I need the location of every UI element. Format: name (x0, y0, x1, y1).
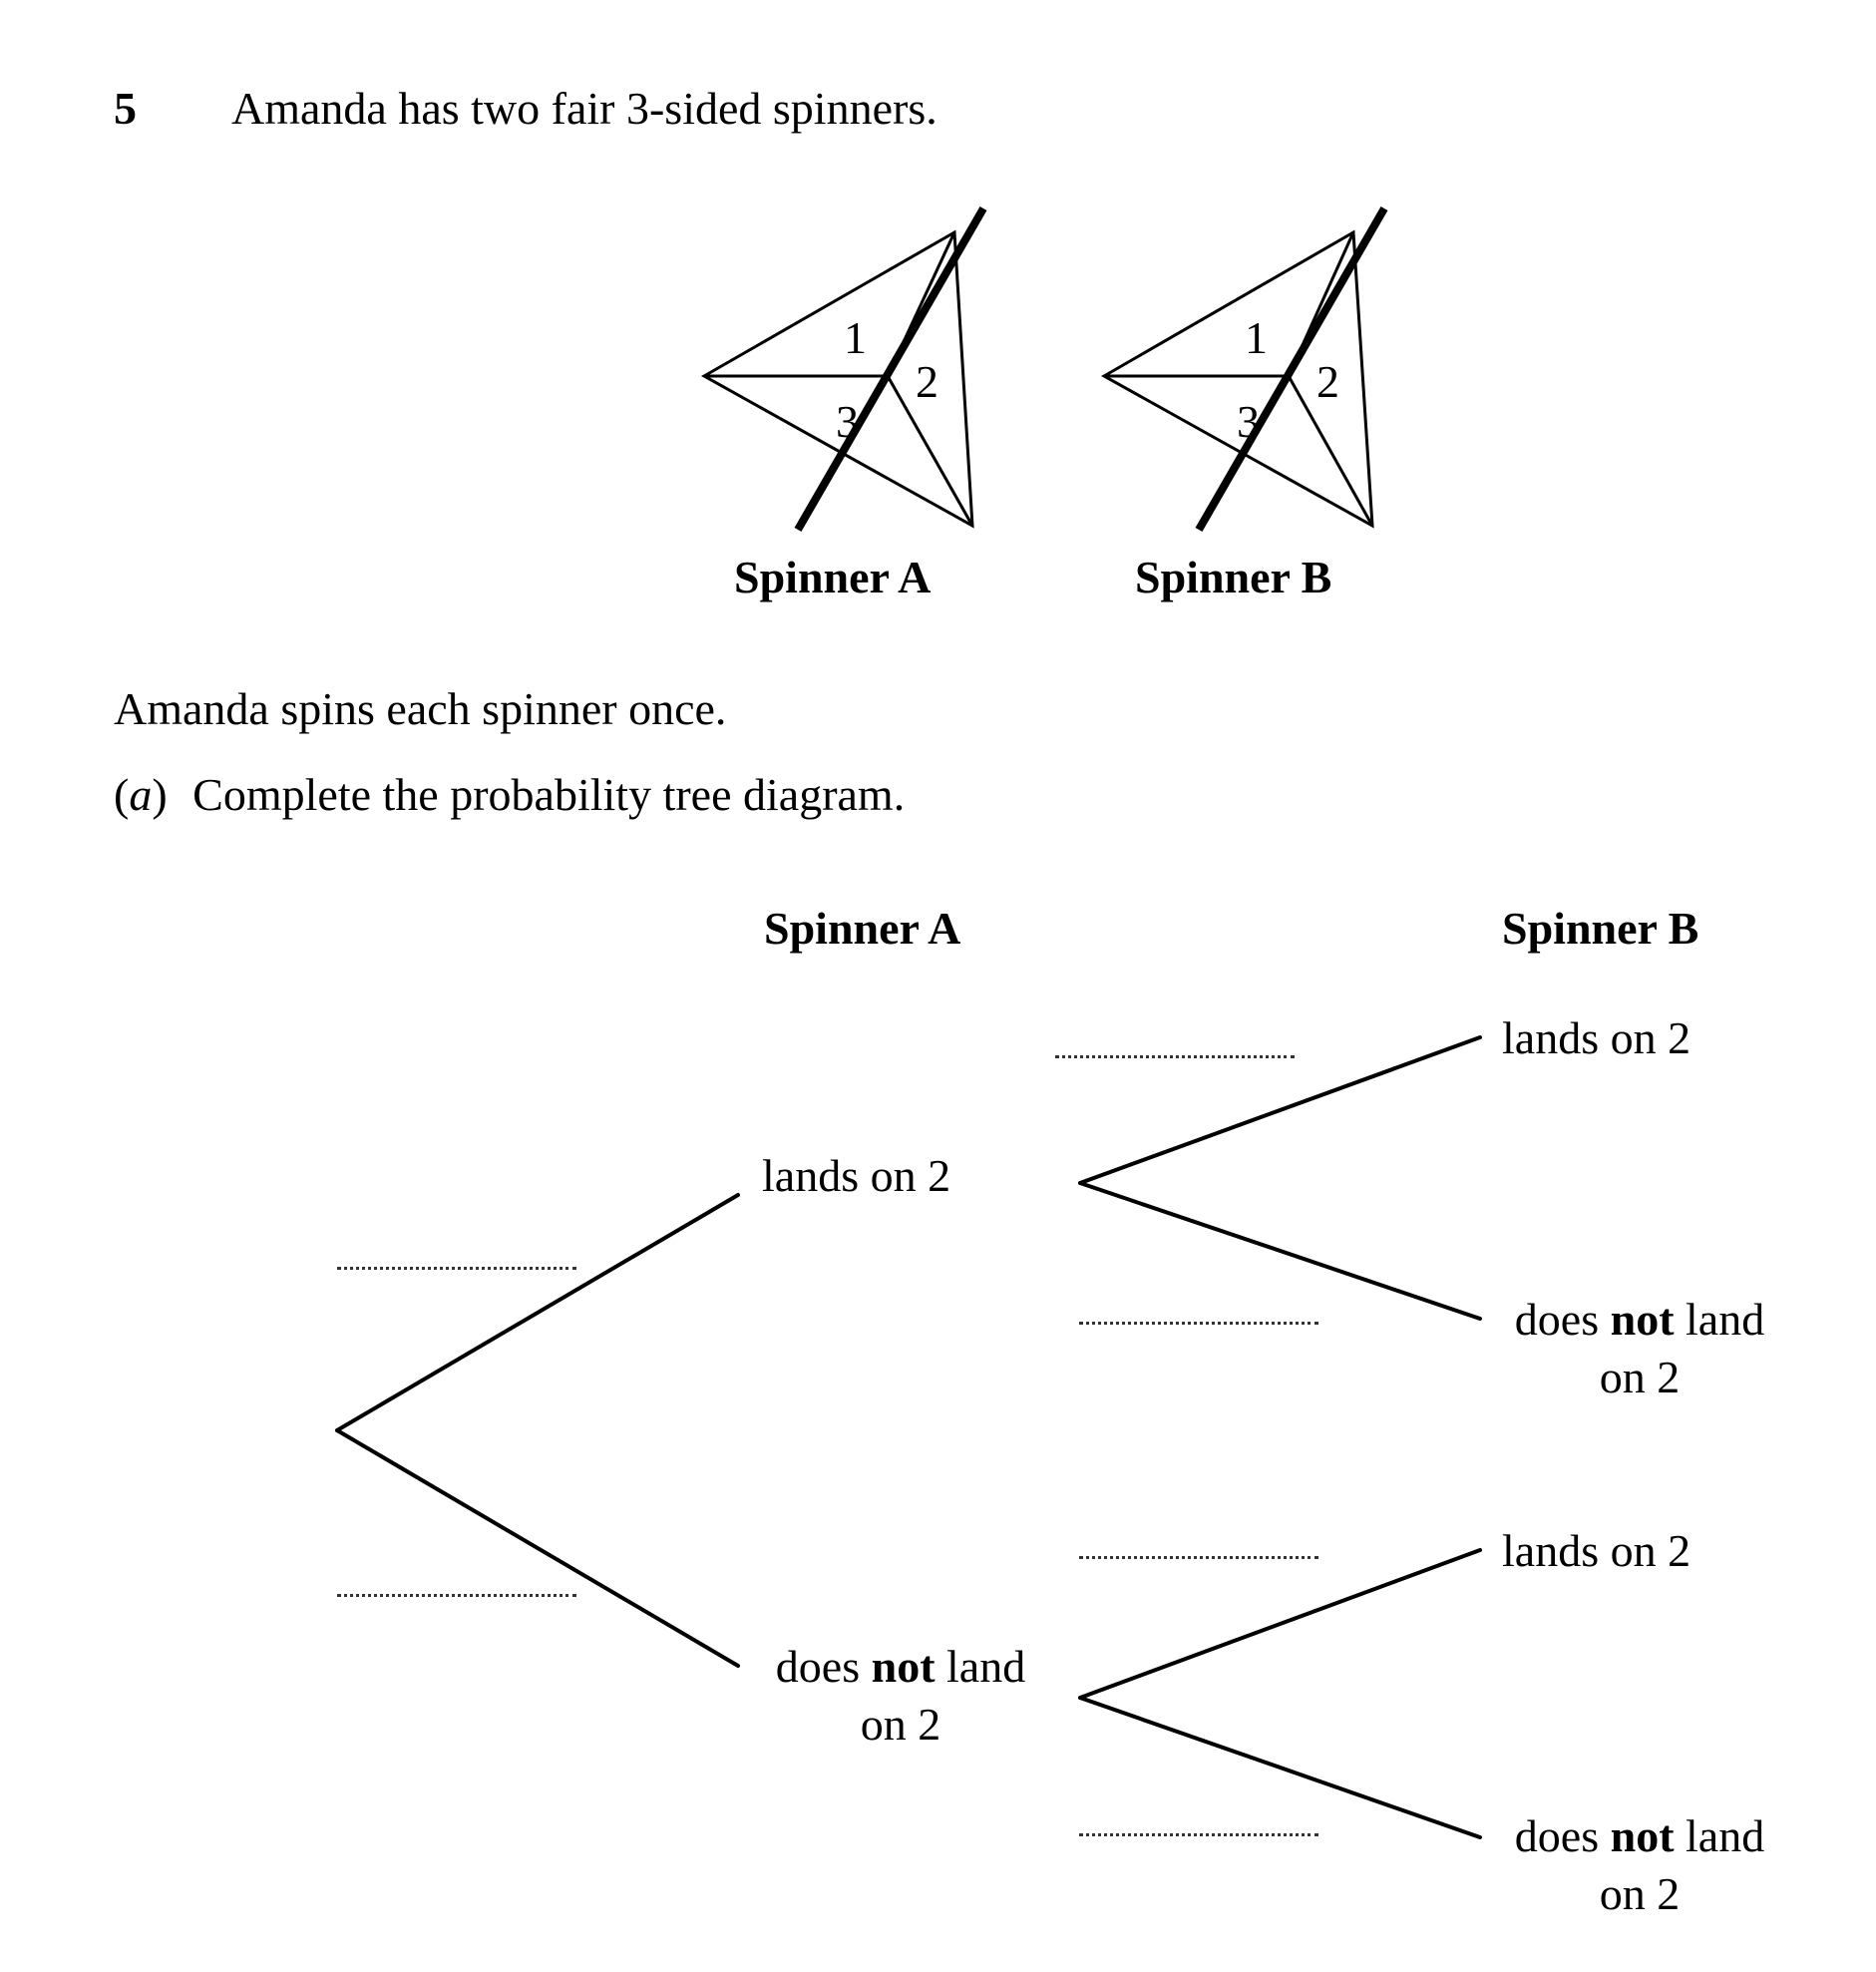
tree-heading-spinner-b: Spinner B (1502, 903, 1699, 954)
spinner-a-section-2: 2 (916, 356, 938, 407)
probability-blank-b2-top[interactable] (1079, 1556, 1318, 1559)
outcome-b1-lands-on-2: lands on 2 (1502, 1012, 1691, 1063)
spinner-a (700, 205, 987, 533)
branch-a-top (335, 1193, 740, 1432)
spinner-a-section-3: 3 (836, 396, 859, 447)
probability-blank-b2-bottom[interactable] (1079, 1833, 1318, 1836)
outcome-a-does-not-land-on-2: does not land on 2 (775, 1641, 1026, 1750)
instruction-spins: Amanda spins each spinner once. (114, 683, 727, 734)
probability-blank-a-top[interactable] (337, 1267, 576, 1270)
spinner-a-outline (700, 229, 974, 529)
spinner-a-label: Spinner A (734, 552, 932, 602)
branch-b1-bottom (1078, 1181, 1482, 1321)
spinner-b-section-1: 1 (1245, 312, 1268, 363)
branch-b1-top (1078, 1035, 1482, 1185)
spinner-b-section-2: 2 (1316, 356, 1339, 407)
probability-blank-b1-bottom[interactable] (1079, 1322, 1318, 1325)
probability-blank-b1-top[interactable] (1055, 1055, 1295, 1058)
probability-blank-a-bottom[interactable] (337, 1594, 576, 1597)
branch-b2-top (1078, 1548, 1482, 1700)
spinner-b-label: Spinner B (1135, 552, 1332, 602)
question-intro: Amanda has two fair 3-sided spinners. (231, 83, 938, 134)
spinner-b-pointer (1195, 205, 1388, 533)
outcome-a-lands-on-2: lands on 2 (762, 1150, 951, 1201)
part-a-letter: a (129, 769, 153, 820)
question-number: 5 (114, 83, 137, 134)
outcome-b1-does-not-land-on-2: does not land on 2 (1514, 1294, 1765, 1402)
branch-a-bottom (335, 1428, 740, 1668)
spinner-b-section-3: 3 (1237, 396, 1260, 447)
branch-b2-bottom (1078, 1696, 1482, 1839)
part-a-text: Complete the probability tree diagram. (192, 769, 906, 820)
tree-heading-spinner-a: Spinner A (764, 903, 961, 954)
spinner-a-pointer (794, 205, 987, 533)
outcome-b2-does-not-land-on-2: does not land on 2 (1514, 1810, 1765, 1919)
part-a-prompt: (a) Complete the probability tree diagra… (114, 769, 906, 820)
outcome-b2-lands-on-2: lands on 2 (1502, 1525, 1691, 1576)
spinner-a-section-1: 1 (844, 312, 867, 363)
spinner-b (1100, 205, 1388, 533)
spinner-b-outline (1100, 229, 1374, 529)
